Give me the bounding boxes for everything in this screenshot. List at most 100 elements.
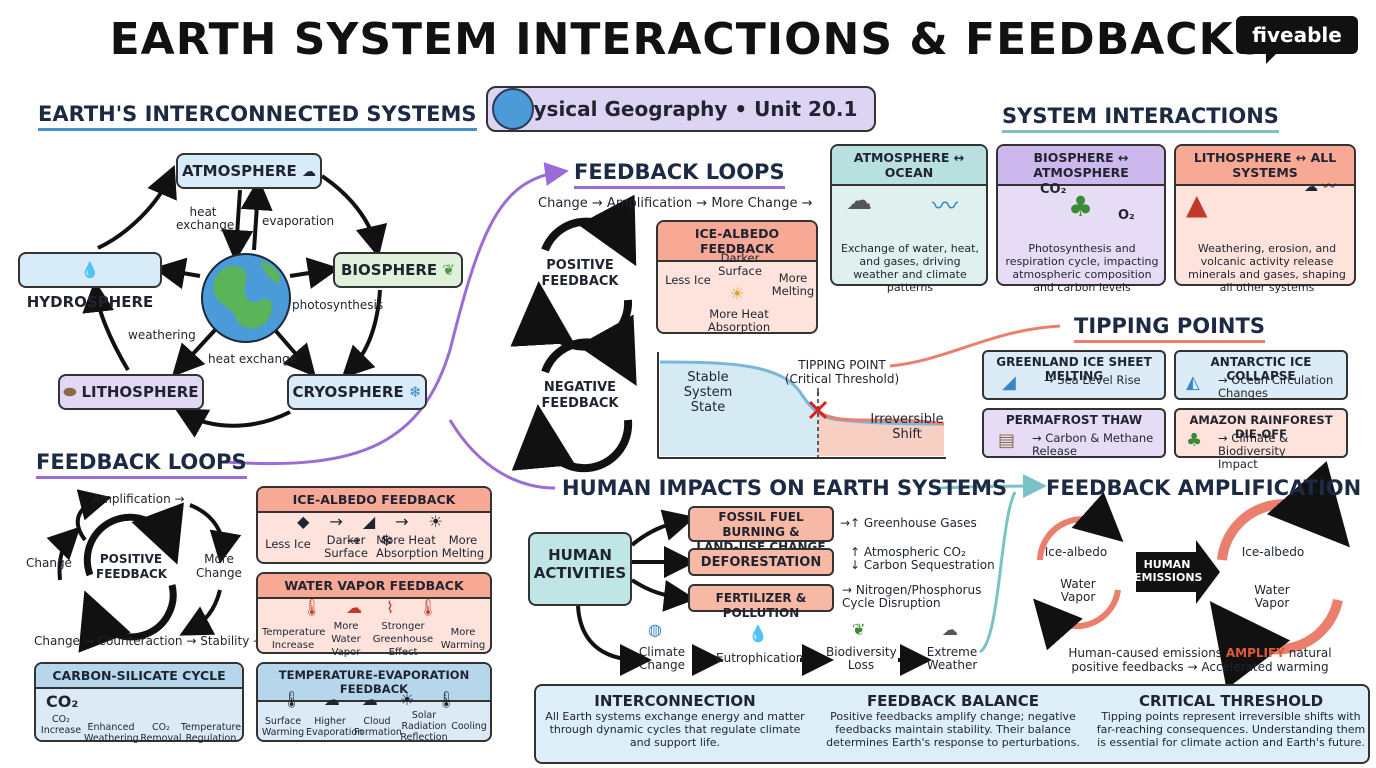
page-title: EARTH SYSTEM INTERACTIONS & FEEDBACKS — [109, 14, 1267, 65]
label-photosynthesis: photosynthesis — [292, 298, 384, 312]
ice-albedo-card-left: ICE-ALBEDO FEEDBACK Less Ice Darker Surf… — [256, 486, 492, 564]
tipping-effect-1: → Sea Level Rise — [1044, 373, 1141, 387]
wv-step-1: Temperature Increase — [262, 627, 326, 651]
summary-title-1: INTERCONNECTION — [594, 692, 756, 710]
ice-albedo-card-center: ICE-ALBEDO FEEDBACK Less Ice Darker Surf… — [656, 220, 818, 334]
feedback-center-title: FEEDBACK LOOPS — [574, 160, 785, 189]
interaction-card-bio-atmo: BIOSPHERE ↔ ATMOSPHERE CO₂ O₂ ♣ Photosyn… — [996, 144, 1166, 294]
activity-effect-3: → Nitrogen/Phosphorus Cycle Disruption — [842, 583, 982, 610]
activity-fertilizer: FERTILIZER & POLLUTION — [688, 584, 834, 620]
co2-symbol: CO₂ — [46, 692, 79, 711]
iceberg-icon: ◭ — [1186, 372, 1200, 393]
node-hydrosphere-label: HYDROSPHERE — [26, 293, 154, 311]
tipping-card-greenland: GREENLAND ICE SHEET MELTING ◢ → Sea Leve… — [982, 350, 1166, 400]
te-step-4: Solar Radiation Reflection — [400, 710, 448, 743]
sun-icon: ☀ — [730, 284, 745, 303]
tipping-effect-3: → Carbon & Methane Release — [1032, 431, 1154, 458]
rock-icon: ⬬ — [63, 383, 77, 401]
water-vapor-icons: 🌡☁⌇🌡 — [301, 598, 463, 617]
loop-counteraction: Change → Counteraction → Stability → — [34, 634, 264, 648]
globe-small-icon: ◍ — [648, 620, 662, 639]
human-impacts-title: HUMAN IMPACTS ON EARTH SYSTEMS — [562, 476, 1008, 500]
node-biosphere: BIOSPHERE ❦ — [333, 252, 463, 288]
summary-interconnection: INTERCONNECTION All Earth systems exchan… — [540, 692, 810, 749]
interaction-card-atmo-ocean: ATMOSPHERE ↔ OCEAN ☁ 〰 Exchange of water… — [830, 144, 988, 294]
chart-tipping-label: TIPPING POINT (Critical Threshold) — [784, 358, 900, 386]
node-cryosphere-label: CRYOSPHERE — [292, 383, 404, 401]
interaction-title-3: LITHOSPHERE ↔ ALL SYSTEMS — [1176, 146, 1354, 186]
tipping-effect-2: → Ocean Circulation Changes — [1218, 373, 1334, 400]
node-atmosphere: ATMOSPHERE ☁ — [176, 153, 322, 189]
interaction-o2: O₂ — [1118, 208, 1135, 223]
feedback-left-title: FEEDBACK LOOPS — [36, 450, 247, 479]
loop-more-change: More Change — [196, 552, 242, 580]
amplification-right-loop — [1209, 461, 1350, 690]
iac-step-3: More Melting — [771, 271, 815, 298]
caption-post: natural positive feedbacks → Accelerated… — [1071, 646, 1332, 674]
wv-step-3: Stronger Greenhouse Effect — [372, 621, 434, 658]
system-cycle-arrows — [82, 164, 388, 438]
summary-body-3: Tipping points represent irreversible sh… — [1096, 710, 1366, 749]
cs-step-4: Temperature Regulation — [180, 722, 242, 744]
temp-evap-icons: 🌡☁☁☀🌡 — [281, 690, 479, 709]
tree-icon: ♣ — [1068, 190, 1094, 223]
ia-step-2: Darker Surface — [324, 533, 368, 560]
subtitle-text: Physical Geography • Unit 20.1 — [504, 97, 858, 121]
summary-title-3: CRITICAL THRESHOLD — [1138, 692, 1324, 710]
human-emissions-label: HUMAN EMISSIONS — [1134, 558, 1203, 584]
teal-connector — [939, 474, 1047, 499]
summary-feedback-balance: FEEDBACK BALANCE Positive feedbacks ampl… — [818, 692, 1088, 749]
loop-amplification: Amplification → — [92, 492, 185, 506]
amplification-title: FEEDBACK AMPLIFICATION — [1046, 476, 1362, 500]
activity-fossil-fuel: FOSSIL FUEL BURNING & LAND-USE CHANGE — [688, 506, 834, 554]
earth-globe-icon — [201, 253, 291, 343]
tipping-card-amazon: AMAZON RAINFOREST DIE-OFF ♣ → Climate & … — [1174, 408, 1348, 471]
iac-step-4: More Heat Absorption — [707, 307, 771, 334]
activity-effect-2: ↑ Atmospheric CO₂ ↓ Carbon Sequestration — [850, 545, 995, 572]
loop-change: Change — [26, 556, 72, 570]
ice-sheet-icon: ◢ — [1002, 372, 1016, 393]
tipping-card-antarctic: ANTARCTIC ICE COLLAPSE ◭ → Ocean Circula… — [1174, 350, 1348, 400]
cloud-icon: ☁ — [301, 164, 316, 180]
summary-body-1: All Earth systems exchange energy and ma… — [545, 710, 805, 749]
chain-eutrophication: Eutrophication — [716, 651, 804, 665]
interaction-desc-3: Weathering, erosion, and volcanic activi… — [1188, 242, 1346, 294]
center-negative-loop-ring — [511, 314, 637, 473]
cs-step-2: Enhanced Weathering — [84, 722, 139, 744]
label-heat-exchange-top: heat exchange — [176, 205, 235, 232]
snowflake-icon: ❄ — [408, 383, 422, 401]
interaction-card-litho-all: LITHOSPHERE ↔ ALL SYSTEMS ▲ ☁〰 Weatherin… — [1174, 144, 1356, 294]
node-lithosphere-label: LITHOSPHERE — [81, 383, 199, 401]
human-emissions-arrow — [1136, 540, 1220, 604]
caption-amplify: AMPLIFY — [1225, 646, 1285, 660]
water-drop-icon: 💧 — [80, 261, 100, 279]
forest-icon: ♣ — [1186, 430, 1203, 451]
amplification-left-loop — [1033, 492, 1124, 651]
cs-step-3: CO₂ Removal — [140, 722, 182, 744]
summary-panel: INTERCONNECTION All Earth systems exchan… — [534, 684, 1370, 764]
volcano-icon: ▲ — [1186, 188, 1208, 221]
leaf-icon: ❦ — [442, 261, 455, 279]
left-positive-loop-ring — [78, 502, 184, 653]
iac-step-1: Less Ice — [665, 273, 711, 287]
left-feedback-loop-arrows — [46, 489, 242, 636]
carbon-silicate-card: CARBON-SILICATE CYCLE CO₂ CO₂ Increase E… — [34, 662, 244, 744]
summary-body-2: Positive feedbacks amplify change; negat… — [826, 710, 1080, 749]
interaction-desc-2: Photosynthesis and respiration cycle, im… — [1005, 242, 1159, 294]
purple-connector — [224, 162, 569, 466]
ice-albedo-title-left: ICE-ALBEDO FEEDBACK — [258, 488, 490, 513]
node-cryosphere: CRYOSPHERE ❄ — [287, 374, 427, 410]
water-vapor-card: WATER VAPOR FEEDBACK Temperature Increas… — [256, 572, 492, 658]
unit-subtitle-pill: Physical Geography • Unit 20.1 — [486, 86, 876, 132]
fiveable-logo[interactable]: fiveable — [1236, 16, 1358, 64]
node-lithosphere: ⬬ LITHOSPHERE — [58, 374, 204, 410]
interaction-co2: CO₂ — [1040, 182, 1067, 197]
interaction-title-2: BIOSPHERE ↔ ATMOSPHERE — [998, 146, 1164, 186]
tipping-card-permafrost: PERMAFROST THAW ▤ → Carbon & Methane Rel… — [982, 408, 1166, 458]
interaction-desc-1: Exchange of water, heat, and gases, driv… — [841, 242, 979, 294]
label-heat-exchange-bottom: heat exchange — [208, 352, 298, 366]
center-positive-feedback: POSITIVE FEEDBACK — [541, 258, 619, 289]
tipping-effect-4: → Climate & Biodiversity Impact — [1218, 431, 1289, 471]
amplification-caption: Human-caused emissions AMPLIFY natural p… — [1040, 646, 1360, 674]
